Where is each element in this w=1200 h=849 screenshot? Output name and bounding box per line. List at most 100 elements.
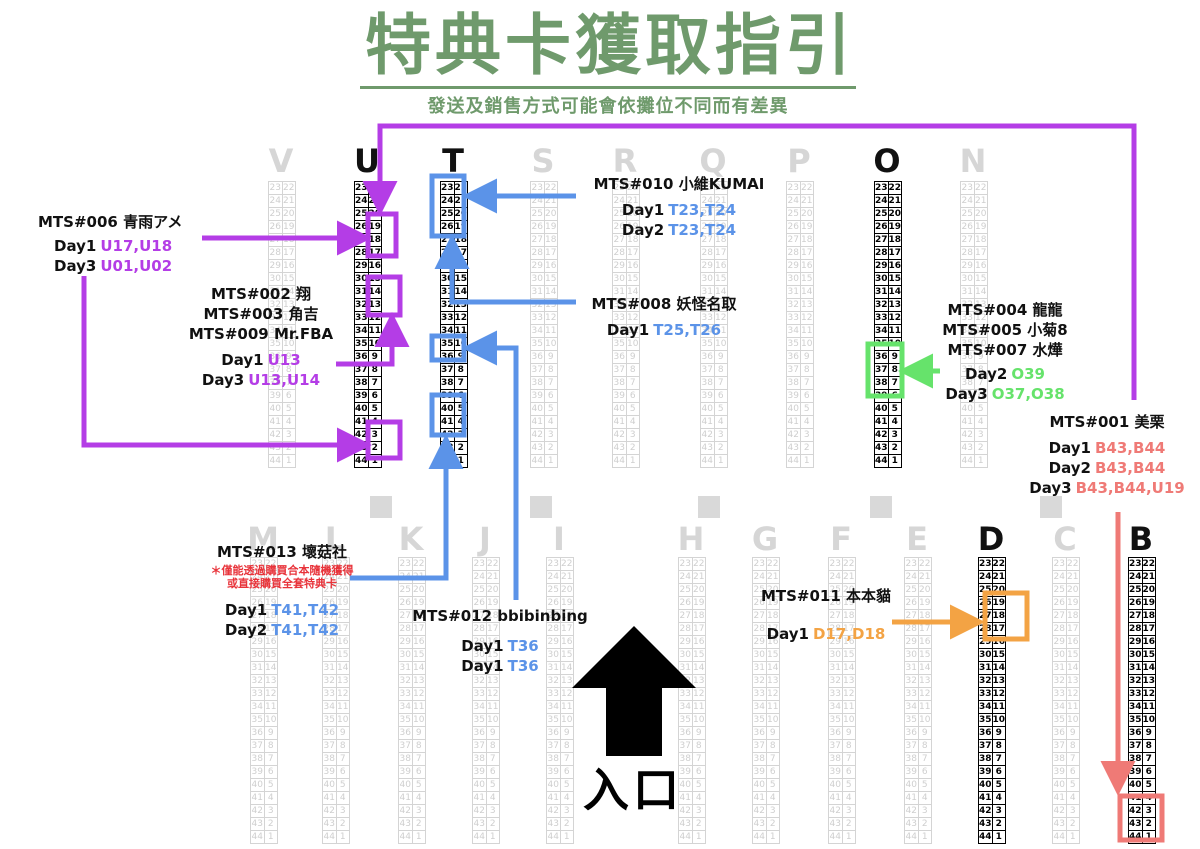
booth-number: 20 xyxy=(767,585,779,595)
booth-number: 19 xyxy=(888,222,902,232)
booth-number: 29 xyxy=(473,636,487,648)
booth-number: 1 xyxy=(339,832,346,842)
booth-number: 11 xyxy=(1142,702,1156,712)
booth-number: 33 xyxy=(355,312,369,324)
booth-number: 34 xyxy=(1053,701,1067,713)
booth-number: 12 xyxy=(487,689,499,699)
booth-number: 41 xyxy=(905,792,919,804)
booth-number: 10 xyxy=(283,339,295,349)
row-letter-m: M xyxy=(247,520,279,558)
booth-number: 11 xyxy=(843,702,855,712)
booth-number: 34 xyxy=(875,325,889,337)
booth-number: 41 xyxy=(531,416,545,428)
booth-number: 34 xyxy=(829,701,843,713)
booth-number: 9 xyxy=(457,352,464,362)
booth-number: 29 xyxy=(355,260,369,272)
booth-number: 13 xyxy=(801,300,813,310)
booth-number: 13 xyxy=(992,676,1006,686)
booth-number: 32 xyxy=(547,675,561,687)
booth-number: 29 xyxy=(701,260,715,272)
booth-number: 2 xyxy=(769,819,776,829)
booth-number: 35 xyxy=(547,714,561,726)
row-letter-g: G xyxy=(751,520,779,558)
booth-number: 9 xyxy=(891,352,898,362)
booth-number: 8 xyxy=(845,741,852,751)
booth-number: 31 xyxy=(251,662,265,674)
booth-number: 12 xyxy=(545,313,557,323)
booth-number: 23 xyxy=(979,558,993,570)
booth-number: 11 xyxy=(1067,702,1079,712)
booth-number: 8 xyxy=(415,741,422,751)
booth-number: 9 xyxy=(563,728,570,738)
booth-number: 27 xyxy=(875,234,889,246)
booth-number: 19 xyxy=(454,222,468,232)
booth-number: 40 xyxy=(251,779,265,791)
highlight-u01-u02 xyxy=(365,419,403,461)
booth-number: 38 xyxy=(701,377,715,389)
booth-number: 23 xyxy=(701,182,715,194)
booth-number: 3 xyxy=(547,430,554,440)
booth-number: 41 xyxy=(829,792,843,804)
booth-number: 31 xyxy=(547,662,561,674)
booth-number: 5 xyxy=(457,404,464,414)
booth-number: 41 xyxy=(701,416,715,428)
booth-number: 4 xyxy=(921,793,928,803)
booth-number: 29 xyxy=(679,636,693,648)
booth-number: 9 xyxy=(921,728,928,738)
booth-number: 35 xyxy=(531,338,545,350)
highlight-t36 xyxy=(429,333,467,363)
booth-number: 29 xyxy=(1129,636,1143,648)
booth-number: 1 xyxy=(769,832,776,842)
booth-number: 33 xyxy=(875,312,889,324)
booth-number: 11 xyxy=(992,702,1006,712)
booth-number: 30 xyxy=(679,649,693,661)
booth-number: 25 xyxy=(441,208,455,220)
title-underline xyxy=(360,86,856,89)
booth-number: 9 xyxy=(339,728,346,738)
booth-number: 12 xyxy=(561,689,573,699)
booth-number: 20 xyxy=(843,585,855,595)
booth-number: 25 xyxy=(473,584,487,596)
booth-number: 26 xyxy=(1129,597,1143,609)
